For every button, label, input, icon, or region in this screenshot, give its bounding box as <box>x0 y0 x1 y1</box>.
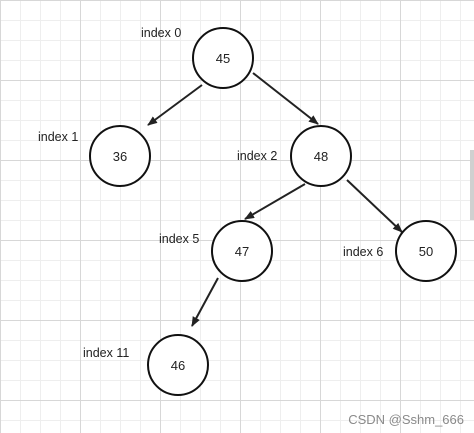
edge-47-46 <box>191 277 219 327</box>
edge-48-47 <box>244 183 306 220</box>
edge-48-50 <box>346 179 403 233</box>
index-label-5: index 5 <box>159 232 200 246</box>
edge-45-48 <box>252 72 319 125</box>
tree-node-50: 50 <box>395 220 457 282</box>
tree-node-46: 46 <box>147 334 209 396</box>
scrollbar[interactable] <box>470 150 474 220</box>
index-label-11: index 11 <box>83 346 130 360</box>
watermark: CSDN @Sshm_666 <box>348 412 464 427</box>
index-label-0: index 0 <box>141 26 182 40</box>
index-label-6: index 6 <box>343 245 384 259</box>
tree-node-36: 36 <box>89 125 151 187</box>
index-label-2: index 2 <box>237 149 278 163</box>
tree-node-47: 47 <box>211 220 273 282</box>
index-label-1: index 1 <box>38 130 79 144</box>
tree-node-45: 45 <box>192 27 254 89</box>
edge-45-36 <box>147 84 203 126</box>
tree-node-48: 48 <box>290 125 352 187</box>
